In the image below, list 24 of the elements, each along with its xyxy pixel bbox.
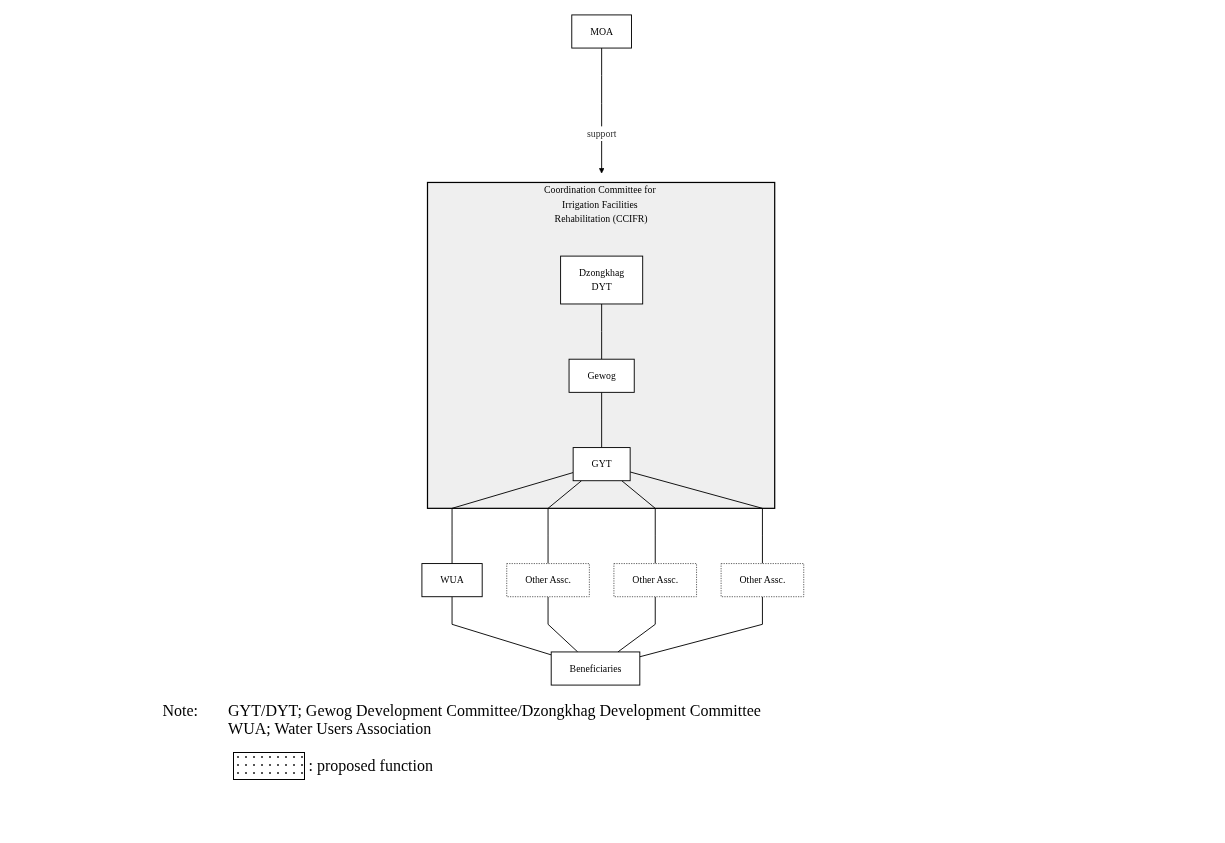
node-box: Other Assc. bbox=[505, 563, 590, 598]
connector bbox=[620, 480, 656, 565]
node-box: MOA bbox=[571, 14, 632, 49]
node-box: Other Assc. bbox=[720, 563, 804, 598]
node-box: Gewog bbox=[568, 358, 635, 393]
connector bbox=[451, 472, 574, 565]
connector bbox=[547, 480, 582, 565]
node-box: WUA bbox=[421, 563, 483, 598]
connector bbox=[629, 471, 763, 565]
node-box: Other Assc. bbox=[613, 563, 697, 598]
note-text: WUA; Water Users Association bbox=[228, 720, 433, 738]
connector bbox=[639, 596, 763, 658]
node-box: Dzongkhag DYT bbox=[559, 255, 643, 305]
node-box: Beneficiaries bbox=[550, 651, 640, 686]
note-text: GYT/DYT; Gewog Development Committee/Dzongkhag Development Committee bbox=[228, 702, 761, 720]
connector bbox=[451, 596, 552, 656]
connector bbox=[547, 596, 578, 653]
legend-text: : proposed function bbox=[308, 757, 433, 775]
connector bbox=[600, 391, 602, 449]
note-label: Note: bbox=[162, 702, 199, 721]
connector bbox=[600, 303, 602, 360]
connector bbox=[617, 596, 656, 653]
node-box: GYT bbox=[572, 447, 631, 482]
edge-label: support bbox=[586, 128, 617, 139]
